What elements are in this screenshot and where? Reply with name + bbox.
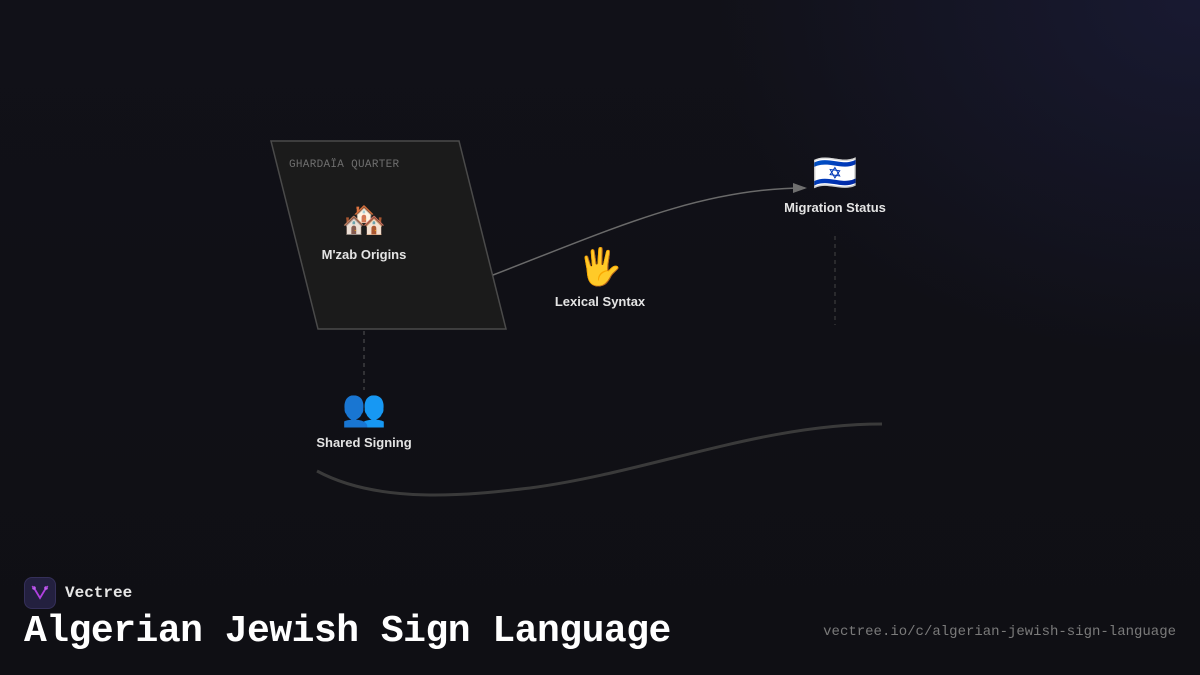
node-label: Lexical Syntax: [554, 294, 646, 309]
houses-icon: 🏘️: [341, 200, 387, 241]
edge-mzab-to-migration: [492, 183, 807, 276]
node-label: M'zab Origins: [321, 247, 407, 262]
node-mzab-origins[interactable]: 🏘️ M'zab Origins: [284, 199, 444, 262]
people-icon: 👥: [341, 388, 387, 429]
page-url[interactable]: vectree.io/c/algerian-jewish-sign-langua…: [823, 624, 1176, 640]
group-label: GHARDAÏA QUARTER: [289, 159, 400, 171]
group-ghardaia-quarter[interactable]: [270, 140, 507, 330]
node-lexical-syntax[interactable]: 🖐️ Lexical Syntax: [520, 246, 680, 309]
node-label: Migration Status: [784, 200, 886, 215]
brand[interactable]: Vectree: [24, 577, 132, 609]
vectree-logo-icon: [24, 577, 56, 609]
edge-shared-curve: [316, 422, 883, 497]
node-shared-signing[interactable]: 👥 Shared Signing: [284, 387, 444, 450]
node-migration-status[interactable]: 🇮🇱 Migration Status: [755, 152, 915, 215]
raised-hand-icon: 🖐️: [577, 247, 623, 288]
page-title: Algerian Jewish Sign Language: [24, 610, 671, 653]
brand-name: Vectree: [65, 584, 133, 602]
node-label: Shared Signing: [316, 435, 412, 450]
israel-flag-icon: 🇮🇱: [812, 153, 858, 194]
